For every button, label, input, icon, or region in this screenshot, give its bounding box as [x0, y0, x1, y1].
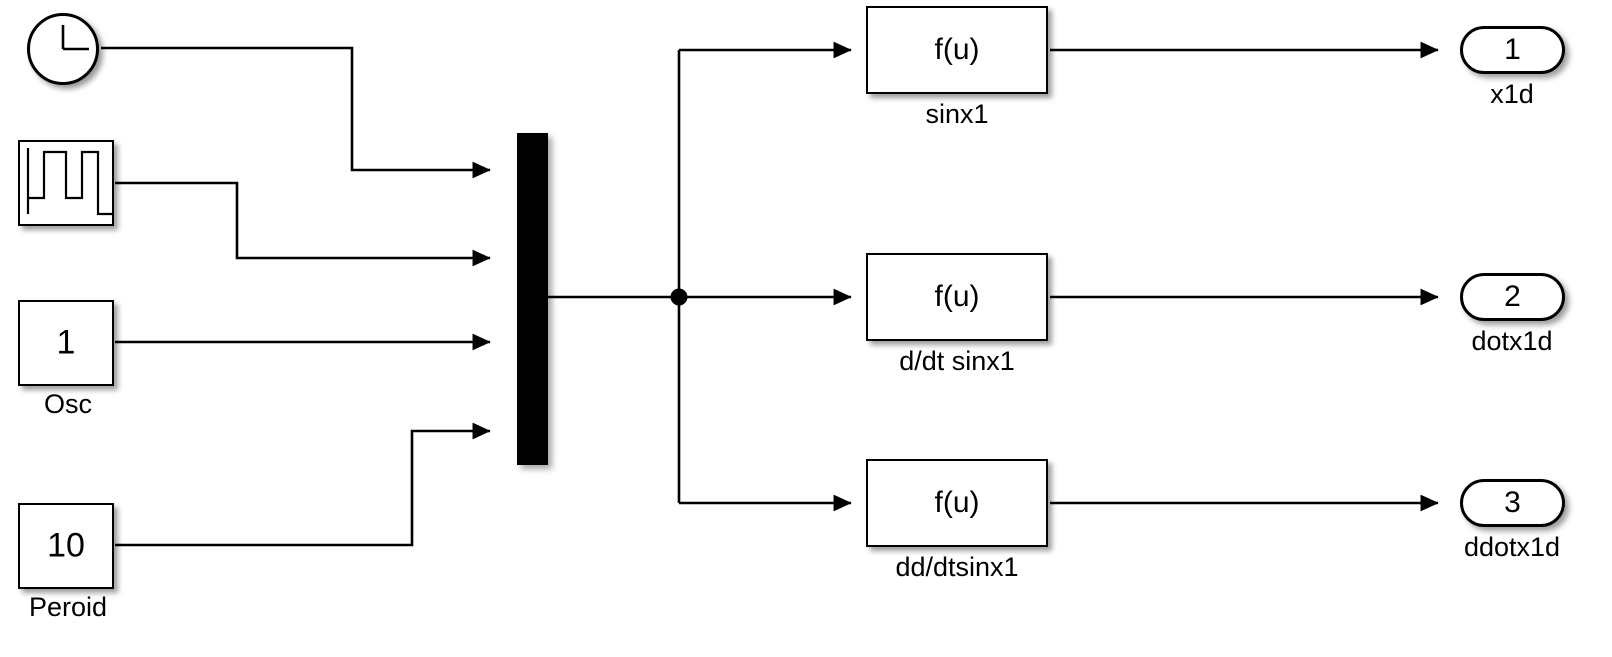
clock-icon	[61, 25, 89, 51]
pulse-generator-block[interactable]	[18, 140, 114, 226]
wire-pulsegen-to-mux	[115, 181, 491, 267]
fcn-block-ddsinx1[interactable]: f(u)	[866, 459, 1048, 547]
constant-block-osc[interactable]: 1	[18, 300, 114, 386]
constant-label-osc: Osc	[43, 389, 92, 419]
fcn-label-sinx1: sinx1	[925, 99, 989, 129]
fcn-expression-ddsinx1: f(u)	[934, 486, 980, 519]
constant-label-period: Peroid	[28, 592, 108, 622]
fcn-label-dsinx1: d/dt sinx1	[899, 346, 1015, 376]
wire-clock-to-mux	[101, 46, 491, 179]
outport-number-ddotx1d: 3	[1504, 486, 1521, 519]
fcn-label-ddsinx1: dd/dtsinx1	[895, 552, 1019, 582]
pulse-waveform-icon	[26, 148, 112, 216]
outport-label-x1d: x1d	[1490, 79, 1534, 109]
wire-period-to-mux	[115, 422, 491, 547]
fcn-block-dsinx1[interactable]: f(u)	[866, 253, 1048, 341]
clock-block[interactable]	[27, 13, 99, 85]
outport-label-dotx1d: dotx1d	[1471, 326, 1553, 356]
outport-number-x1d: 1	[1504, 33, 1521, 66]
constant-value-osc: 1	[56, 323, 76, 362]
constant-block-period[interactable]: 10	[18, 503, 114, 589]
outport-block-x1d[interactable]: 1	[1460, 26, 1565, 74]
fcn-block-sinx1[interactable]: f(u)	[866, 6, 1048, 94]
mux-block[interactable]	[517, 133, 548, 465]
outport-block-dotx1d[interactable]: 2	[1460, 273, 1565, 321]
fcn-expression-sinx1: f(u)	[934, 33, 980, 66]
signal-branch-junction-dot	[670, 288, 688, 306]
constant-value-period: 10	[47, 526, 85, 565]
outport-label-ddotx1d: ddotx1d	[1463, 532, 1561, 562]
outport-block-ddotx1d[interactable]: 3	[1460, 479, 1565, 527]
fcn-expression-dsinx1: f(u)	[934, 280, 980, 313]
outport-number-dotx1d: 2	[1504, 280, 1521, 313]
